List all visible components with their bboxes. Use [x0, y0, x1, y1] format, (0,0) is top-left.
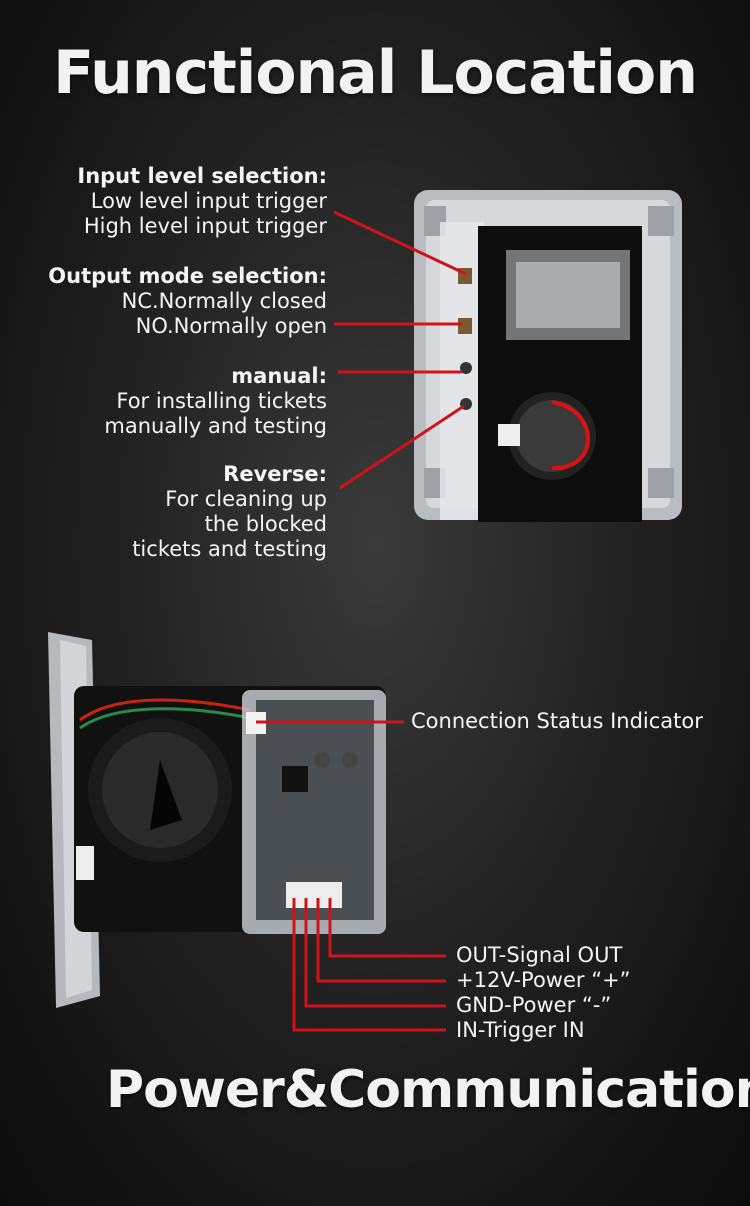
callout-heading: manual: [231, 364, 327, 388]
ticket-dispenser-front-image [414, 190, 682, 522]
pin-label-in: IN-Trigger IN [456, 1018, 585, 1042]
callout-line: NO.Normally open [135, 314, 327, 338]
pin-label-power-plus: +12V-Power “+” [456, 968, 631, 992]
pin-label-gnd: GND-Power “-” [456, 993, 612, 1017]
leader-lines [256, 210, 467, 1032]
callout-line: manually and testing [104, 414, 327, 438]
callout-line: NC.Normally closed [121, 289, 327, 313]
callout-line: Low level input trigger [90, 189, 327, 213]
page-title: Functional Location [53, 38, 698, 108]
callout-reverse: Reverse: For cleaning up the blocked tic… [132, 462, 327, 562]
callout-output-mode: Output mode selection: NC.Normally close… [48, 264, 327, 339]
callout-line: tickets and testing [132, 537, 327, 561]
callout-manual: manual: For installing tickets manually … [104, 364, 327, 439]
callout-line: High level input trigger [83, 214, 327, 238]
callout-input-level: Input level selection: Low level input t… [77, 164, 327, 239]
callout-heading: Output mode selection: [48, 264, 327, 288]
section-title: Power&Communication [106, 1060, 750, 1120]
connection-status-label: Connection Status Indicator [411, 709, 703, 733]
callout-heading: Input level selection: [77, 164, 327, 188]
callout-heading: Reverse: [223, 462, 327, 486]
ticket-dispenser-board-image [48, 632, 386, 1008]
callout-line: For installing tickets [116, 389, 327, 413]
callout-line: the blocked [204, 512, 327, 536]
pin-label-out: OUT-Signal OUT [456, 943, 623, 967]
callout-line: For cleaning up [165, 487, 327, 511]
